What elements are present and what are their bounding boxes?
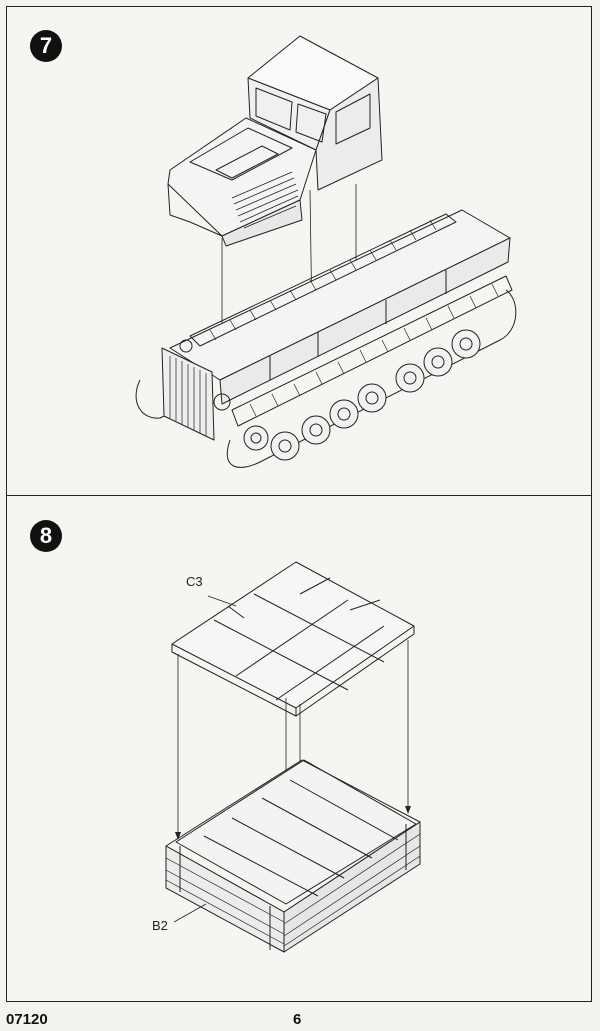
- cargo-bed-b2: [165, 759, 421, 953]
- cab-part: [167, 35, 383, 247]
- floor-panel-c3: [171, 561, 415, 717]
- part-label-b2: B2: [152, 918, 168, 933]
- step-8-badge: 8: [30, 520, 62, 552]
- step-divider: [6, 495, 592, 496]
- part-label-c3: C3: [186, 574, 203, 589]
- b2-leader-line: [173, 903, 207, 923]
- tractor-chassis: [135, 209, 517, 468]
- product-code: 07120: [6, 1011, 48, 1028]
- c3-leader-line: [207, 595, 237, 607]
- page-number: 6: [293, 1011, 302, 1028]
- step-7-badge: 7: [30, 30, 62, 62]
